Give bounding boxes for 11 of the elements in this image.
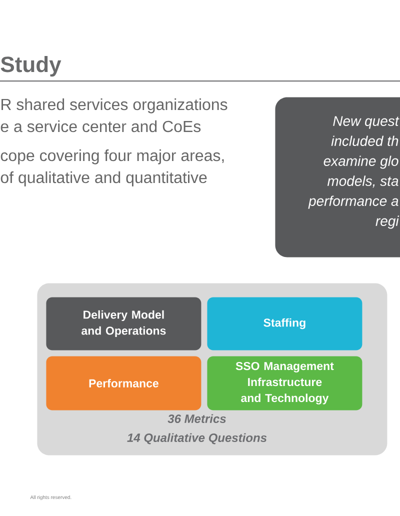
body-text: of qualitative and quantitative (0, 171, 207, 186)
body-text: e a service center and CoEs (0, 120, 201, 132)
callout-box: New quest included th examine glo models, sta performance a regi (275, 97, 400, 258)
body-text: cope covering four major areas, (0, 149, 224, 164)
category-box: SSO Management Infrastructure and Technology (207, 356, 362, 410)
category-box: Performance (46, 356, 202, 410)
title: Study (0, 56, 62, 77)
category-box: Staffing (207, 297, 362, 350)
metrics-caption: 36 Metrics 14 Qualitative Questions (127, 414, 267, 444)
body-text: R shared services organizations (2, 98, 228, 114)
category-box: Delivery Model and Operations (46, 297, 202, 350)
